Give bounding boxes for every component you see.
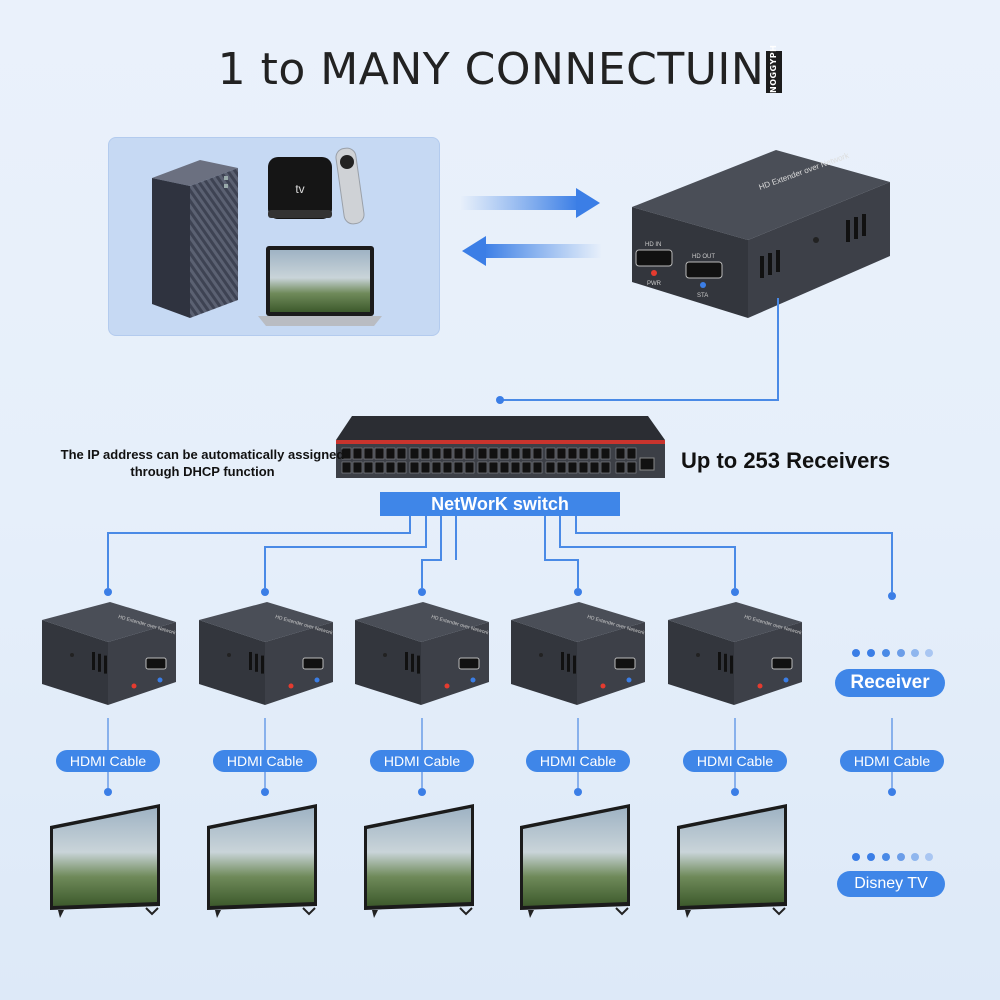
hd-out-label: HD OUT bbox=[692, 254, 715, 260]
switch-fanout-lines bbox=[107, 516, 893, 592]
network-switch-device bbox=[336, 416, 665, 478]
receiver-label: Receiver bbox=[835, 669, 945, 697]
tv-connection-dot bbox=[418, 788, 426, 796]
laptop-icon bbox=[258, 246, 382, 326]
sta-label: STA bbox=[697, 293, 708, 299]
sta-led bbox=[783, 677, 789, 683]
tv-icon bbox=[50, 804, 160, 918]
hdmi-cable-label: HDMI Cable bbox=[56, 750, 160, 772]
transmitter-device: HD Extender over Network HD IN HD OUT PW… bbox=[632, 150, 890, 318]
receiver-device: HD Extender over Network bbox=[355, 602, 490, 705]
pc-tower-icon bbox=[152, 160, 238, 318]
hdmi-cable-label: HDMI Cable bbox=[213, 750, 317, 772]
receiver-device: HD Extender over Network bbox=[42, 602, 177, 705]
apple-tv-icon: tv bbox=[268, 157, 332, 219]
sta-led bbox=[700, 282, 706, 288]
hdmi-cable-label: HDMI Cable bbox=[526, 750, 630, 772]
uplink-line bbox=[502, 298, 779, 401]
sta-led bbox=[626, 677, 632, 683]
remote-control-icon bbox=[335, 147, 365, 225]
pwr-label: PWR bbox=[647, 281, 662, 287]
sta-led bbox=[157, 677, 163, 683]
tv-dots-icon bbox=[852, 853, 933, 861]
signal-arrows bbox=[460, 188, 602, 266]
pwr-led bbox=[444, 683, 450, 689]
sta-led bbox=[314, 677, 320, 683]
receiver-device: HD Extender over Network bbox=[199, 602, 334, 705]
hdmi-cable-label: HDMI Cable bbox=[840, 750, 944, 772]
apple-tv-label: tv bbox=[295, 182, 304, 196]
receiver-device: HD Extender over Network bbox=[511, 602, 646, 705]
arrow-left-icon bbox=[484, 244, 602, 258]
sta-led bbox=[470, 677, 476, 683]
receiver-device: HD Extender over Network bbox=[668, 602, 803, 705]
hdmi-cable-label: HDMI Cable bbox=[370, 750, 474, 772]
dhcp-note: The IP address can be automatically assi… bbox=[60, 447, 345, 479]
tv-connection-dot bbox=[731, 788, 739, 796]
pwr-led bbox=[600, 683, 606, 689]
tv-icon bbox=[677, 804, 787, 918]
tv-icon bbox=[207, 804, 317, 918]
receivers-count-text: Up to 253 Receivers bbox=[681, 448, 891, 473]
network-switch-label: NetWorK switch bbox=[380, 492, 620, 516]
tv-connection-dot bbox=[261, 788, 269, 796]
tv-connection-dot bbox=[104, 788, 112, 796]
pwr-led bbox=[757, 683, 763, 689]
fanout-dots bbox=[104, 588, 896, 600]
receiver-dots-icon bbox=[852, 649, 933, 657]
arrow-right-icon bbox=[460, 196, 578, 210]
title-text: 1 to MANY CONNECTUIN bbox=[217, 44, 765, 95]
hdmi-cable-label: HDMI Cable bbox=[683, 750, 787, 772]
tv-connection-dot bbox=[574, 788, 582, 796]
hd-in-label: HD IN bbox=[645, 242, 661, 248]
pwr-led bbox=[288, 683, 294, 689]
uplink-dot bbox=[496, 396, 504, 404]
tv-icon bbox=[520, 804, 630, 918]
pwr-led bbox=[131, 683, 137, 689]
tv-label: Disney TV bbox=[837, 871, 945, 897]
tv-icon bbox=[364, 804, 474, 918]
pwr-led bbox=[651, 270, 657, 276]
tv-connection-dot bbox=[888, 788, 896, 796]
